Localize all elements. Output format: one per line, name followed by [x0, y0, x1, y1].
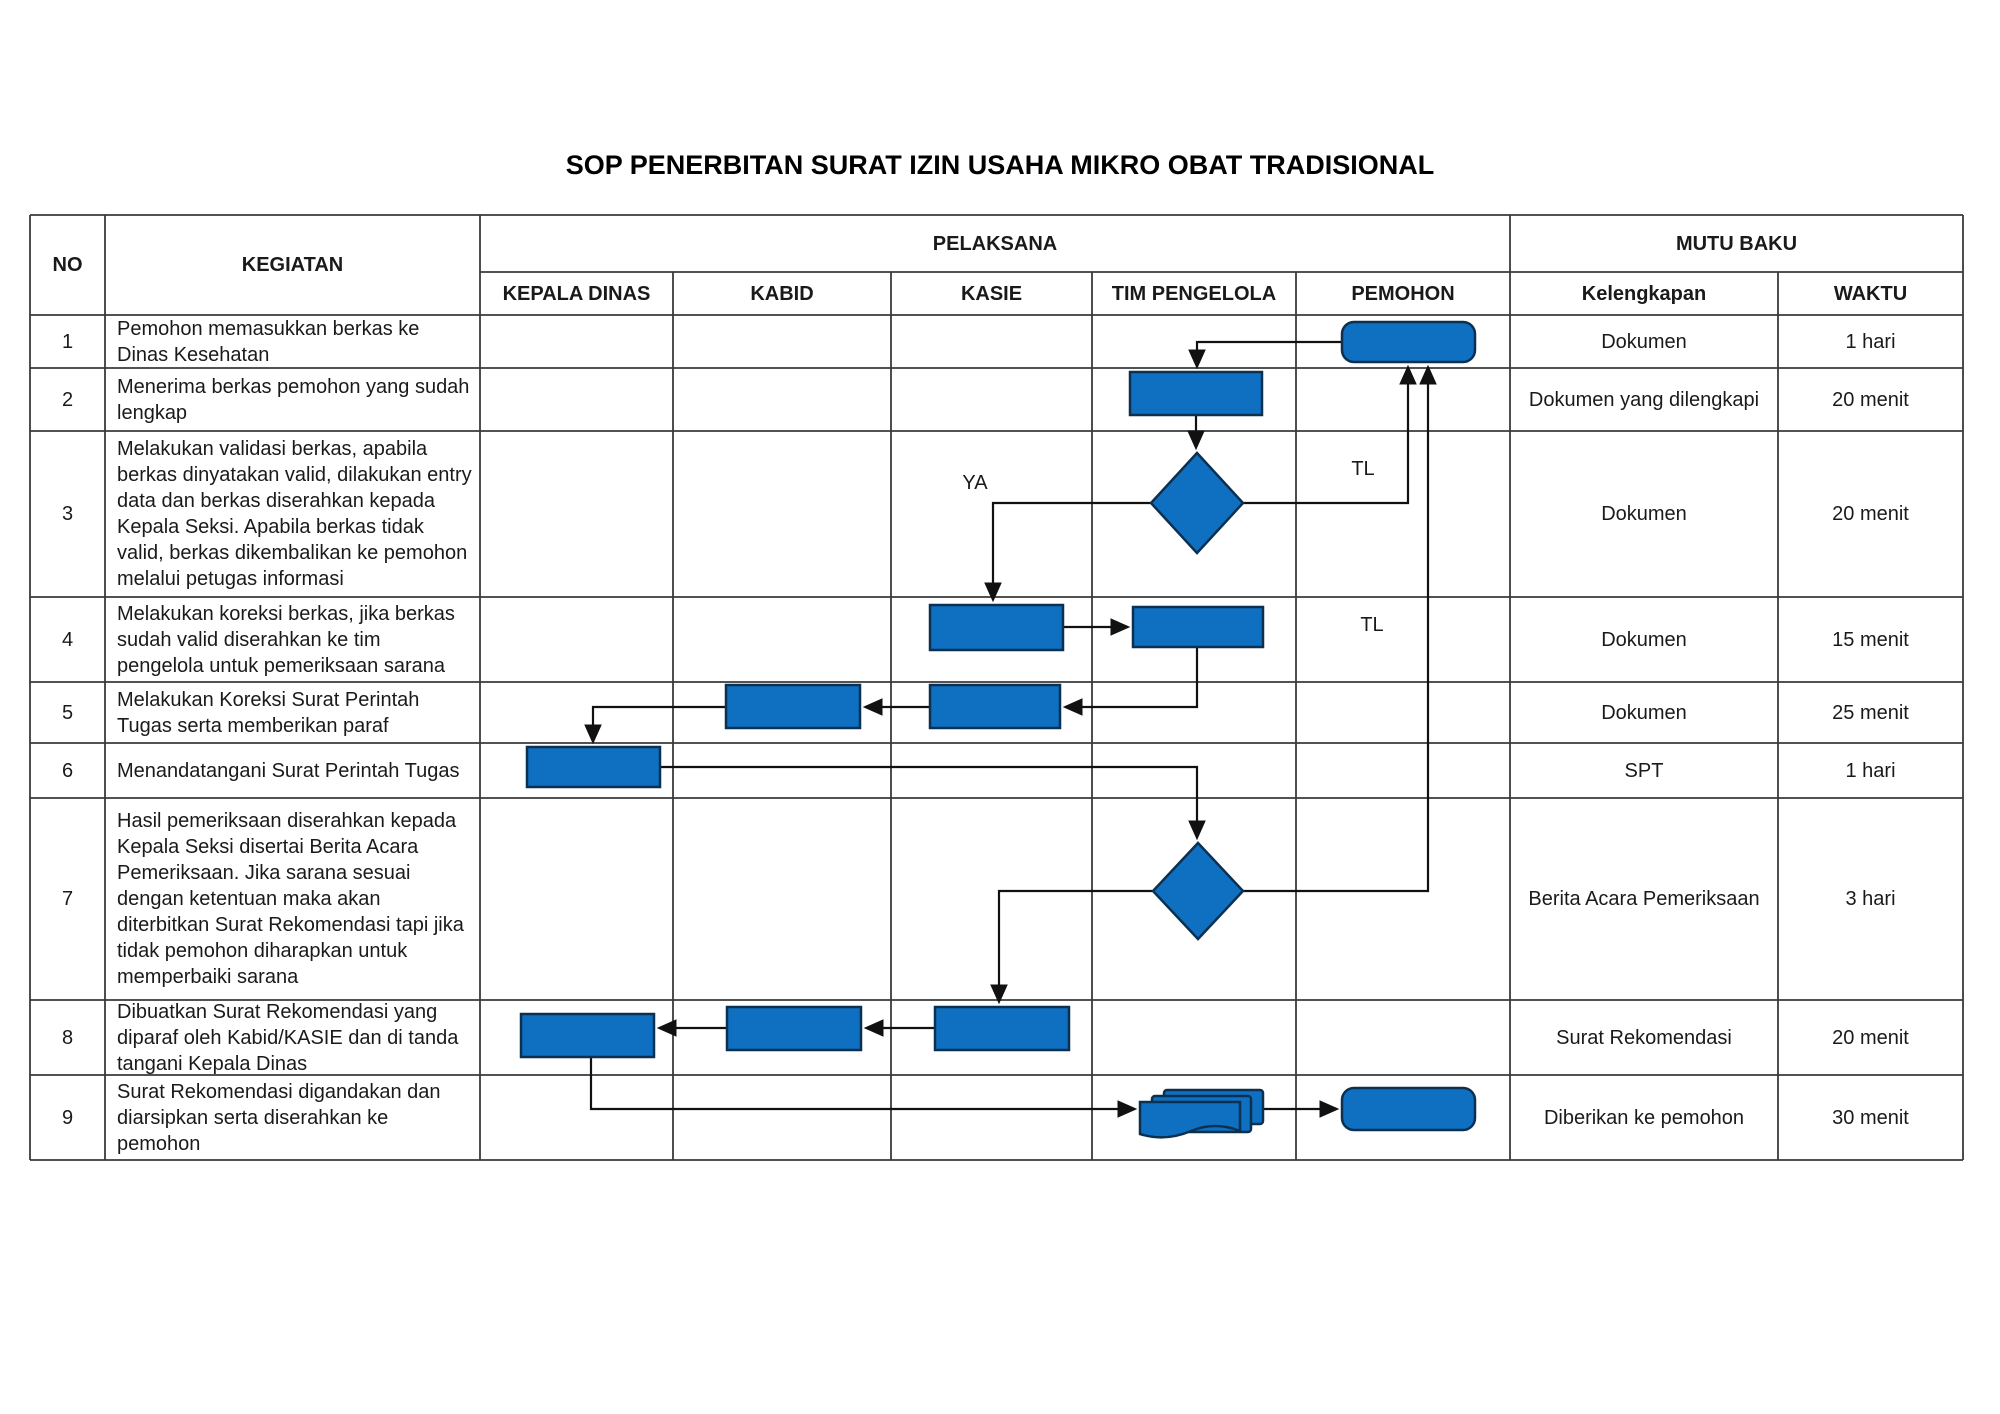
terminator-start-pemohon — [1340, 320, 1477, 364]
header-tim-pengelola: TIM PENGELOLA — [1111, 282, 1277, 305]
decision-step3-validasi — [1149, 451, 1245, 555]
row2-waktu: 20 menit — [1832, 388, 1909, 411]
process-step6-kepala-dinas — [525, 745, 662, 789]
connector-decision3-ya-to-step4 — [984, 501, 1151, 603]
row6-kelengkapan: SPT — [1624, 759, 1664, 782]
header-mutu-baku: MUTU BAKU — [1675, 232, 1798, 255]
row2-kelengkapan: Dokumen yang dilengkapi — [1528, 388, 1760, 411]
process-step8-kasie — [933, 1005, 1071, 1052]
row2-no: 2 — [61, 388, 74, 411]
row4-kegiatan: Melakukan koreksi berkas, jika berkas su… — [117, 602, 455, 677]
connector-decision3-tl-to-pemohon — [1243, 364, 1417, 505]
row1-waktu: 1 hari — [1845, 330, 1896, 353]
row7-kegiatan: Hasil pemeriksaan diserahkan kepada Kepa… — [117, 810, 464, 988]
header-pelaksana: PELAKSANA — [932, 232, 1058, 255]
header-kabid: KABID — [750, 282, 814, 305]
row5-waktu: 25 menit — [1832, 701, 1909, 724]
connector-step5-to-step6 — [584, 705, 726, 745]
label-tl-branch-row3: TL — [1351, 458, 1375, 480]
connector-step8-to-document9 — [589, 1057, 1138, 1118]
row4-waktu: 15 menit — [1832, 628, 1909, 651]
row5-kegiatan: Melakukan Koreksi Surat Perintah Tugas s… — [117, 688, 420, 737]
decision-step7-pemeriksaan — [1151, 841, 1245, 941]
process-step2-tim-pengelola — [1128, 370, 1264, 417]
process-step5-kabid — [724, 683, 862, 730]
row5-kelengkapan: Dokumen — [1601, 701, 1687, 724]
row1-kegiatan: Pemohon memasukkan berkas ke Dinas Keseh… — [117, 317, 420, 366]
row7-no: 7 — [61, 888, 74, 910]
connector-step4b-to-step5-kasie — [1062, 647, 1199, 716]
row9-waktu: 30 menit — [1832, 1106, 1909, 1129]
row8-no: 8 — [61, 1026, 74, 1049]
label-ya-branch: YA — [962, 472, 988, 494]
row3-no: 3 — [61, 503, 74, 525]
row9-kegiatan: Surat Rekomendasi digandakan dan diarsip… — [117, 1080, 441, 1155]
row6-no: 6 — [61, 759, 74, 782]
row8-waktu: 20 menit — [1832, 1026, 1909, 1049]
row1-kelengkapan: Dokumen — [1601, 330, 1687, 353]
row8-kegiatan: Dibuatkan Surat Rekomendasi yang diparaf… — [117, 1000, 459, 1075]
header-kepala-dinas: KEPALA DINAS — [502, 282, 651, 305]
header-pemohon: PEMOHON — [1351, 282, 1455, 305]
process-step4-kasie — [928, 603, 1065, 652]
row5-no: 5 — [61, 701, 74, 724]
process-step8-kabid — [725, 1005, 863, 1052]
row3-waktu: 20 menit — [1832, 503, 1909, 525]
page-title: SOP PENERBITAN SURAT IZIN USAHA MIKRO OB… — [565, 150, 1435, 180]
row7-kelengkapan: Berita Acara Pemeriksaan — [1528, 888, 1760, 910]
row7-waktu: 3 hari — [1845, 888, 1896, 910]
connector-decision7-to-step8 — [990, 889, 1153, 1005]
row1-no: 1 — [61, 330, 74, 353]
header-kegiatan: KEGIATAN — [241, 254, 344, 276]
connector-step6-to-decision7 — [660, 765, 1206, 841]
process-step5-kasie — [928, 683, 1062, 730]
row4-no: 4 — [61, 628, 74, 651]
row2-kegiatan: Menerima berkas pemohon yang sudah lengk… — [117, 375, 470, 424]
row6-waktu: 1 hari — [1845, 759, 1896, 782]
header-no: NO — [52, 254, 83, 276]
terminator-end-pemohon — [1340, 1086, 1477, 1132]
row3-kelengkapan: Dokumen — [1601, 503, 1687, 525]
connector-start-to-step2 — [1188, 340, 1342, 370]
label-tl-branch-row7: TL — [1360, 614, 1384, 636]
header-kasie: KASIE — [960, 282, 1023, 305]
flow-connectors — [584, 340, 1437, 1118]
row9-kelengkapan: Diberikan ke pemohon — [1543, 1106, 1745, 1129]
header-kelengkapan: Kelengkapan — [1581, 282, 1707, 305]
connector-decision7-tl-to-pemohon — [1243, 364, 1437, 893]
row8-kelengkapan: Surat Rekomendasi — [1556, 1026, 1732, 1049]
row3-kegiatan: Melakukan validasi berkas, apabila berka… — [117, 438, 472, 590]
process-step8-kepala-dinas — [519, 1012, 656, 1059]
multi-document-step9 — [1138, 1088, 1265, 1139]
row4-kelengkapan: Dokumen — [1601, 628, 1687, 651]
row9-no: 9 — [61, 1106, 74, 1129]
process-step4-tim-pengelola — [1131, 605, 1265, 649]
header-waktu: WAKTU — [1833, 282, 1908, 305]
row6-kegiatan: Menandatangani Surat Perintah Tugas — [117, 759, 460, 782]
